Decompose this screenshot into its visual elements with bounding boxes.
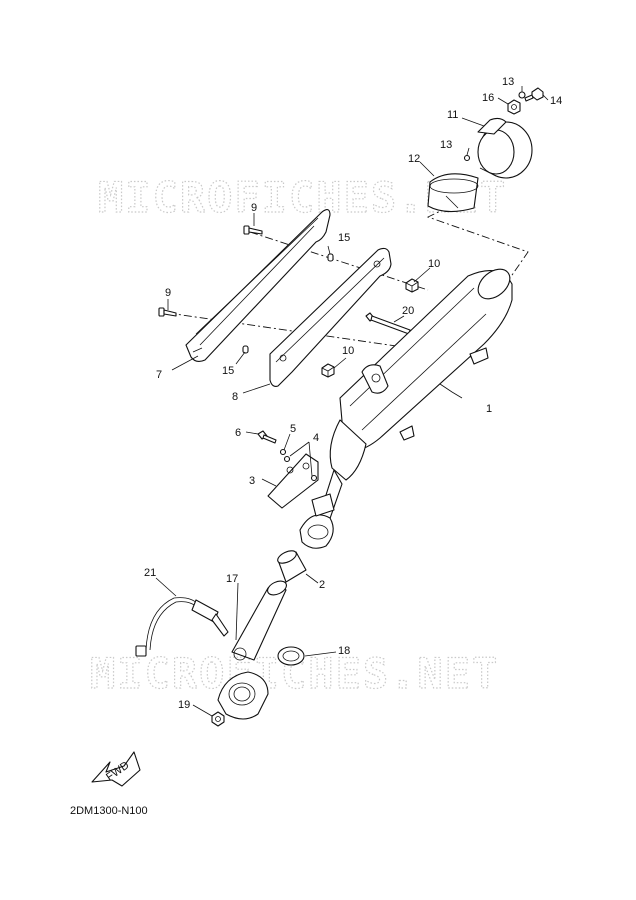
washer-4-b bbox=[310, 474, 318, 482]
callout-14: 14 bbox=[550, 95, 562, 107]
callout-20: 20 bbox=[402, 305, 414, 317]
collar-15-bottom bbox=[242, 345, 249, 354]
callout-10-bottom: 10 bbox=[342, 345, 354, 357]
callout-15-top: 15 bbox=[338, 232, 350, 244]
bracket-3-part bbox=[267, 453, 319, 509]
callout-13-mid: 13 bbox=[440, 139, 452, 151]
nut-10-top bbox=[405, 278, 419, 293]
forward-direction-arrow: FWD bbox=[91, 751, 141, 787]
heat-protector-part bbox=[185, 209, 331, 363]
muffler-part bbox=[299, 268, 513, 549]
bolt-9-left bbox=[158, 307, 177, 317]
callout-5: 5 bbox=[290, 423, 296, 435]
callout-1: 1 bbox=[486, 403, 492, 415]
callout-3: 3 bbox=[249, 475, 255, 487]
callout-8: 8 bbox=[232, 391, 238, 403]
protector-bracket-part bbox=[269, 247, 392, 387]
callout-12: 12 bbox=[408, 153, 420, 165]
washer-5 bbox=[279, 448, 287, 456]
bolt-9-top bbox=[243, 225, 263, 235]
nut-19 bbox=[211, 711, 225, 727]
callout-7: 7 bbox=[156, 369, 162, 381]
callout-18: 18 bbox=[338, 645, 350, 657]
callout-17: 17 bbox=[226, 573, 238, 585]
callout-9-top: 9 bbox=[251, 202, 257, 214]
diagram-code: 2DM1300-N100 bbox=[70, 805, 148, 817]
muffler-band-part bbox=[427, 173, 479, 213]
callout-9-left: 9 bbox=[165, 287, 171, 299]
callout-15-bottom: 15 bbox=[222, 365, 234, 377]
callout-labels: 1 2 3 4 5 6 7 8 9 9 10 10 11 12 13 13 14… bbox=[144, 76, 562, 711]
oxygen-sensor-part bbox=[135, 597, 229, 657]
bolt-6 bbox=[257, 430, 277, 444]
muffler-end-cap-part bbox=[477, 117, 533, 179]
callout-13-top: 13 bbox=[502, 76, 514, 88]
callout-10-top: 10 bbox=[428, 258, 440, 270]
bolt-14 bbox=[524, 87, 544, 102]
exhaust-pipe-part bbox=[217, 580, 287, 720]
nut-10-bottom bbox=[321, 363, 335, 378]
washer-13-mid bbox=[463, 154, 471, 162]
collar-15-top bbox=[327, 253, 334, 262]
washer-13-top bbox=[518, 91, 526, 99]
callout-19: 19 bbox=[178, 699, 190, 711]
callout-4: 4 bbox=[313, 432, 319, 444]
nut-16 bbox=[507, 99, 521, 115]
leader-lines bbox=[155, 86, 549, 717]
callout-16: 16 bbox=[482, 92, 494, 104]
gasket-18-part bbox=[277, 646, 305, 666]
callout-21: 21 bbox=[144, 567, 156, 579]
callout-6: 6 bbox=[235, 427, 241, 439]
callout-2: 2 bbox=[319, 579, 325, 591]
washer-4-a bbox=[283, 455, 291, 463]
gasket-2-part bbox=[277, 550, 307, 583]
callout-11: 11 bbox=[447, 109, 458, 121]
